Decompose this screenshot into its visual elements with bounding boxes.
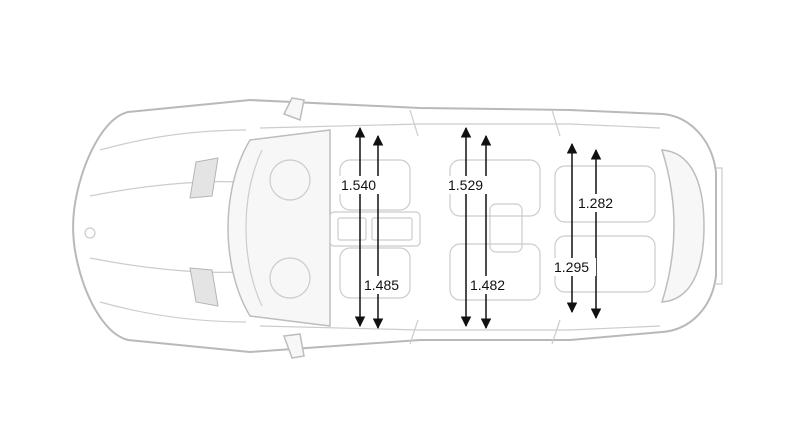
steering-wheel (269, 159, 311, 201)
label-front-elbow: 1.485 (364, 277, 399, 293)
mirror-bottom (282, 333, 305, 359)
hood-vent-bottom (189, 267, 219, 307)
third-row-seat-left (554, 165, 656, 223)
passenger-dash-ring (269, 257, 311, 299)
label-second-shoulder: 1.529 (448, 177, 483, 193)
label-second-elbow: 1.482 (470, 277, 505, 293)
hood-center-line-2 (89, 257, 241, 273)
dimension-lines (354, 126, 602, 330)
car-outline (72, 97, 723, 359)
c-pillar-top (551, 109, 561, 137)
console-armrest (371, 217, 413, 241)
car-body-outline (72, 99, 717, 353)
center-console (329, 211, 421, 247)
b-pillar-bottom (409, 319, 419, 345)
dimension-labels: 1.540 1.485 1.529 1.482 1.282 1.295 (339, 176, 620, 294)
roof-rail-bottom (259, 325, 661, 331)
label-front-shoulder: 1.540 (341, 177, 376, 193)
rear-window (660, 149, 705, 303)
hood-center-line (89, 181, 241, 197)
mirror-top (282, 97, 305, 122)
roof-rail-top (259, 123, 661, 129)
hood-line-top (99, 129, 247, 151)
label-third-shoulder: 1.282 (578, 195, 613, 211)
console-controls (337, 217, 367, 241)
dashboard (245, 149, 263, 307)
c-pillar-bottom (551, 319, 561, 345)
hood-line-bottom (99, 301, 247, 323)
hood-vent-top (189, 157, 219, 199)
windshield (227, 129, 331, 327)
label-third-elbow: 1.295 (554, 259, 589, 275)
second-row-center (489, 203, 523, 253)
rear-bumper (716, 167, 723, 285)
b-pillar-top (409, 109, 419, 137)
second-row-seat-right (449, 243, 541, 301)
brand-emblem (84, 227, 96, 239)
